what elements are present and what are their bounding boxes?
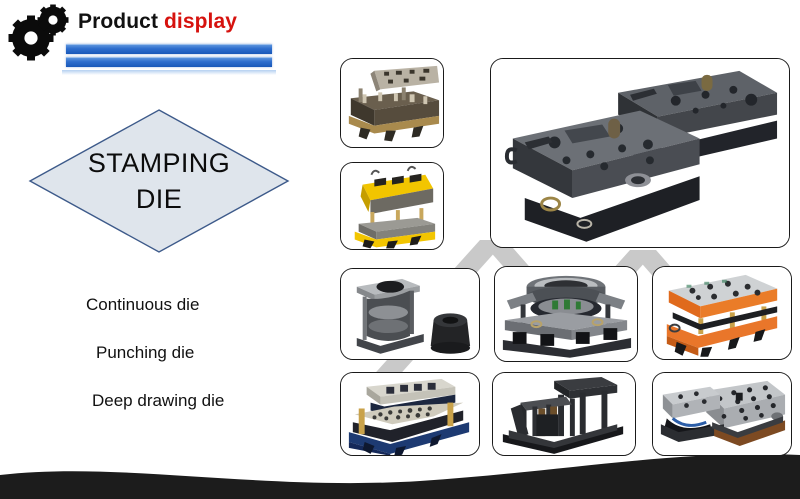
photo-flat-plate-die-set [653,373,791,455]
photo-frame-double-stamping-die-large[interactable] [490,58,790,248]
title-bar-2 [66,57,272,67]
photo-frame-orange-frame-die[interactable] [652,266,792,360]
header: Product display [0,0,330,80]
photo-frame-flat-plate-die-set[interactable] [652,372,792,456]
diamond-line-2: DIE [135,184,183,214]
photo-four-post-press-die [493,373,635,455]
photo-blue-base-progressive-die [341,373,479,455]
photo-frame-yellow-frame-die[interactable] [340,162,444,250]
diamond-line-1: STAMPING [87,147,231,178]
photo-progressive-die-open-wood-base [341,59,443,147]
stamping-die-diamond: STAMPING DIE [28,108,290,254]
list-item: Punching die [96,343,195,362]
photo-yellow-frame-die [341,163,443,249]
footer-wave [0,454,800,499]
photo-frame-round-rotary-die[interactable] [494,266,638,362]
photo-frame-blue-base-progressive-die[interactable] [340,372,480,456]
list-item: Deep drawing die [92,391,225,410]
photo-deep-drawing-cylindrical-die [341,269,479,359]
title-underline-bars [62,44,276,75]
title-bar-1 [66,44,272,54]
page-title-part2: display [163,10,238,33]
gears-icon [6,4,78,62]
photo-orange-frame-die [653,267,791,359]
photo-frame-progressive-die-open-wood-base[interactable] [340,58,444,148]
photo-double-stamping-die-large [491,59,789,247]
photo-frame-four-post-press-die[interactable] [492,372,636,456]
page-title-part1: Product [78,10,159,33]
list-item: Continuous die [86,295,200,314]
page-title: Product display [78,10,237,34]
die-type-list: Continuous die Punching die Deep drawing… [60,295,320,439]
title-bar-glow [62,70,276,75]
photo-round-rotary-die [495,267,637,361]
photo-frame-deep-drawing-cylindrical-die[interactable] [340,268,480,360]
